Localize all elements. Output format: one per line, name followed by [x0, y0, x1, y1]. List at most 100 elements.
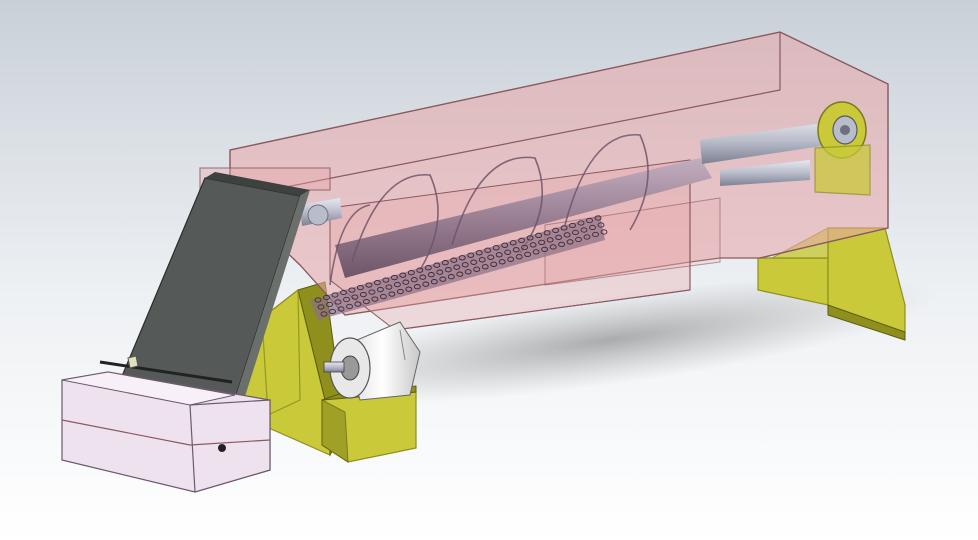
- perforation-hole: [320, 311, 328, 317]
- perforation-hole: [504, 249, 512, 255]
- perforation-hole: [331, 292, 339, 298]
- perforation-hole: [566, 239, 574, 245]
- perforation-hole: [329, 308, 336, 315]
- perforation-hole: [600, 229, 608, 235]
- perforation-hole: [343, 296, 350, 303]
- perforation-hole: [509, 240, 517, 246]
- perforation-hole: [413, 284, 421, 290]
- perforation-hole: [524, 251, 532, 258]
- perforation-hole: [422, 281, 430, 287]
- perforation-hole: [444, 267, 452, 273]
- perforation-hole: [351, 294, 359, 300]
- drive-motor: [323, 321, 421, 401]
- perforation-hole: [583, 234, 591, 240]
- perforation-hole: [385, 284, 393, 290]
- perforation-hole: [549, 244, 557, 250]
- perforation-hole: [575, 236, 582, 243]
- perforation-hole: [427, 272, 435, 278]
- perforation-hole: [424, 265, 432, 271]
- perforated-screen: [314, 215, 608, 317]
- rake-belt: [99, 172, 310, 431]
- perforation-hole: [390, 274, 398, 281]
- perforation-hole: [461, 262, 469, 268]
- perforation-hole: [507, 256, 515, 262]
- perforation-hole: [354, 301, 362, 307]
- perforation-hole: [373, 279, 381, 286]
- perforation-hole: [529, 242, 537, 248]
- perforation-hole: [558, 241, 566, 248]
- perforation-hole: [371, 296, 379, 302]
- perforation-hole: [456, 271, 464, 277]
- perforation-hole: [399, 272, 407, 278]
- perforation-hole: [538, 239, 546, 246]
- perforation-hole: [589, 224, 596, 231]
- perforation-hole: [546, 237, 554, 243]
- perforation-hole: [314, 297, 322, 303]
- perforation-hole: [419, 274, 427, 280]
- perforation-hole: [473, 266, 481, 272]
- hopper-bolt: [218, 444, 226, 452]
- ground-shadow: [283, 276, 937, 404]
- perforation-hole: [592, 231, 599, 238]
- perforation-hole: [577, 220, 585, 226]
- perforation-hole: [484, 247, 492, 253]
- perforation-hole: [365, 282, 373, 288]
- perforation-hole: [396, 288, 404, 295]
- perforation-hole: [555, 234, 563, 241]
- screw-assembly: [300, 101, 871, 320]
- perforation-hole: [382, 277, 390, 283]
- perforation-hole: [393, 281, 401, 288]
- perforation-hole: [563, 232, 571, 238]
- perforation-hole: [430, 279, 438, 285]
- perforation-hole: [388, 291, 396, 297]
- perforation-hole: [326, 301, 333, 308]
- perforation-hole: [317, 304, 325, 310]
- perforation-hole: [586, 217, 593, 224]
- perforation-hole: [515, 254, 523, 260]
- perforation-hole: [501, 242, 509, 248]
- perforation-hole: [495, 252, 503, 258]
- perforation-hole: [470, 259, 478, 265]
- perforation-hole: [376, 286, 384, 293]
- perforation-hole: [512, 247, 520, 253]
- perforation-hole: [447, 274, 455, 280]
- perforation-hole: [362, 298, 370, 305]
- perforation-hole: [458, 255, 466, 261]
- perforation-hole: [450, 257, 458, 263]
- perforation-hole: [433, 262, 441, 268]
- perforation-hole: [552, 227, 560, 234]
- perforation-hole: [407, 270, 415, 276]
- perforation-hole: [348, 287, 356, 293]
- perforation-hole: [543, 230, 551, 236]
- perforation-hole: [478, 257, 486, 263]
- perforation-hole: [453, 264, 461, 270]
- perforation-hole: [402, 279, 410, 285]
- perforation-hole: [356, 284, 364, 291]
- perforation-hole: [416, 267, 424, 273]
- perforation-hole: [346, 303, 353, 310]
- perforation-hole: [594, 215, 602, 221]
- perforation-hole: [490, 261, 498, 267]
- perforation-hole: [535, 232, 543, 239]
- perforation-hole: [487, 254, 495, 260]
- perforation-hole: [580, 227, 588, 233]
- perforation-hole: [441, 260, 449, 266]
- right-support-stand: [757, 226, 906, 341]
- perforation-hole: [475, 250, 483, 256]
- perforation-hole: [526, 235, 534, 241]
- perforation-hole: [436, 269, 444, 275]
- perforation-hole: [439, 276, 447, 282]
- perforation-hole: [368, 289, 376, 295]
- perforation-hole: [410, 277, 418, 283]
- perforation-hole: [532, 249, 540, 255]
- perforation-hole: [337, 306, 345, 312]
- perforation-hole: [541, 246, 549, 253]
- perforation-hole: [379, 293, 387, 300]
- perforation-hole: [334, 299, 342, 305]
- perforation-hole: [464, 269, 472, 275]
- perforation-hole: [323, 294, 330, 301]
- motor-base: [321, 385, 417, 463]
- perforation-hole: [340, 289, 347, 296]
